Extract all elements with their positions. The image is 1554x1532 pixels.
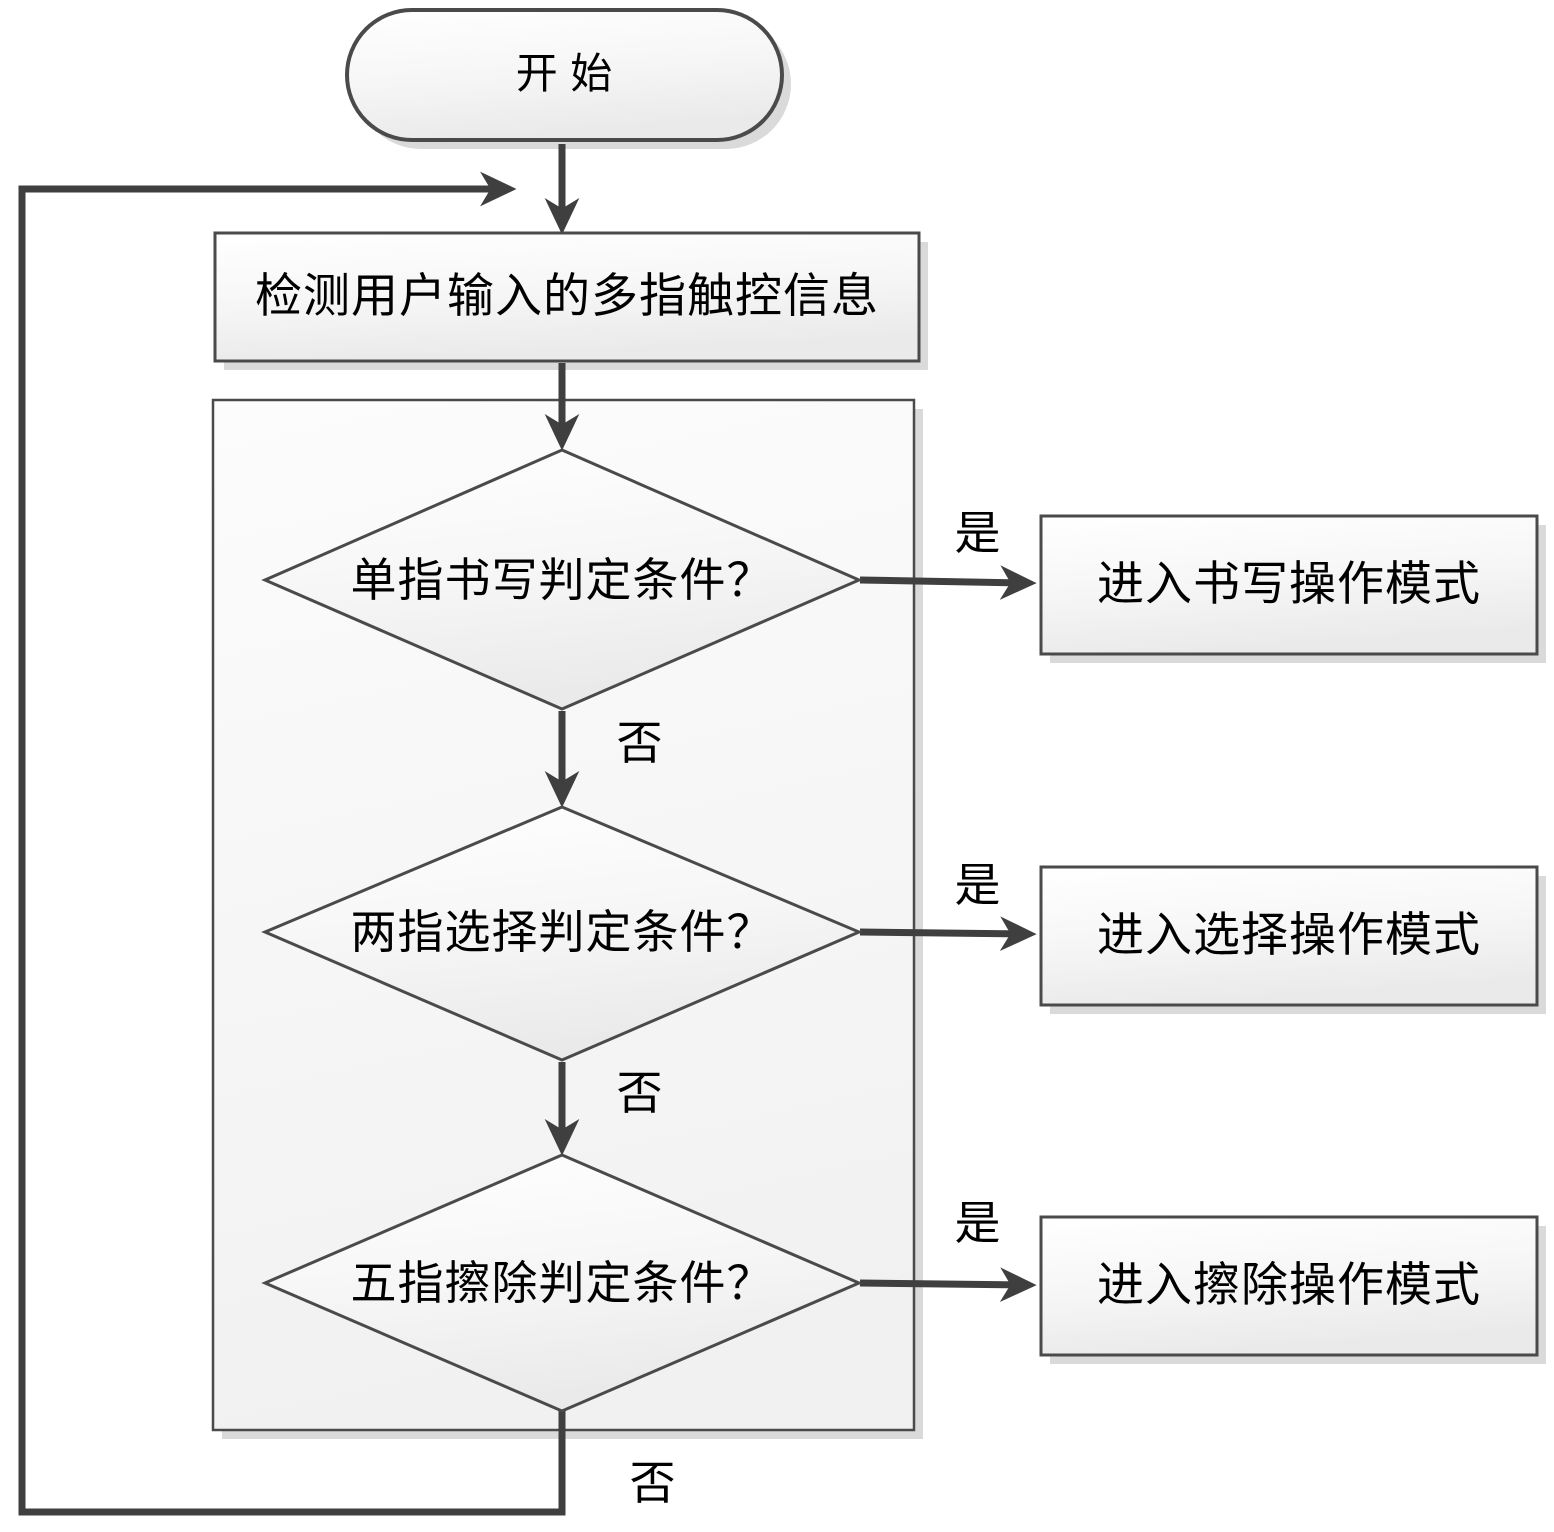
connectors bbox=[18, 144, 1037, 1516]
detect-step bbox=[213, 231, 921, 363]
result1-label: 进入书写操作模式 bbox=[1097, 558, 1481, 611]
decision2-yes-label: 是 bbox=[954, 860, 1002, 911]
decision2-no-label: 否 bbox=[616, 1068, 664, 1119]
start-terminator bbox=[345, 8, 784, 142]
arrow-decision1-yes bbox=[859, 565, 1037, 600]
decision1-yes-label: 是 bbox=[954, 508, 1002, 559]
result2-label: 进入选择操作模式 bbox=[1097, 909, 1481, 962]
loop-back-arrow bbox=[18, 171, 566, 1516]
decision2-diamond bbox=[261, 805, 863, 1062]
decision3-label: 五指擦除判定条件？ bbox=[350, 1258, 774, 1309]
result1-box bbox=[1039, 514, 1539, 656]
result2-box bbox=[1039, 865, 1539, 1007]
decision1-diamond bbox=[261, 448, 863, 711]
decision1-no-label: 否 bbox=[616, 718, 664, 769]
detect-label: 检测用户输入的多指触控信息 bbox=[255, 270, 879, 323]
arrow-decision3-yes bbox=[859, 1267, 1037, 1303]
result3-box bbox=[1039, 1215, 1539, 1357]
start-label: 开 始 bbox=[515, 52, 614, 98]
decision1-label: 单指书写判定条件？ bbox=[350, 555, 774, 606]
result3-label: 进入擦除操作模式 bbox=[1097, 1259, 1481, 1312]
decision3-yes-label: 是 bbox=[954, 1198, 1002, 1249]
decision2-label: 两指选择判定条件？ bbox=[350, 907, 774, 958]
loop-no-label: 否 bbox=[629, 1458, 677, 1509]
decision3-diamond bbox=[261, 1153, 863, 1413]
arrow-decision2-yes bbox=[859, 916, 1037, 952]
